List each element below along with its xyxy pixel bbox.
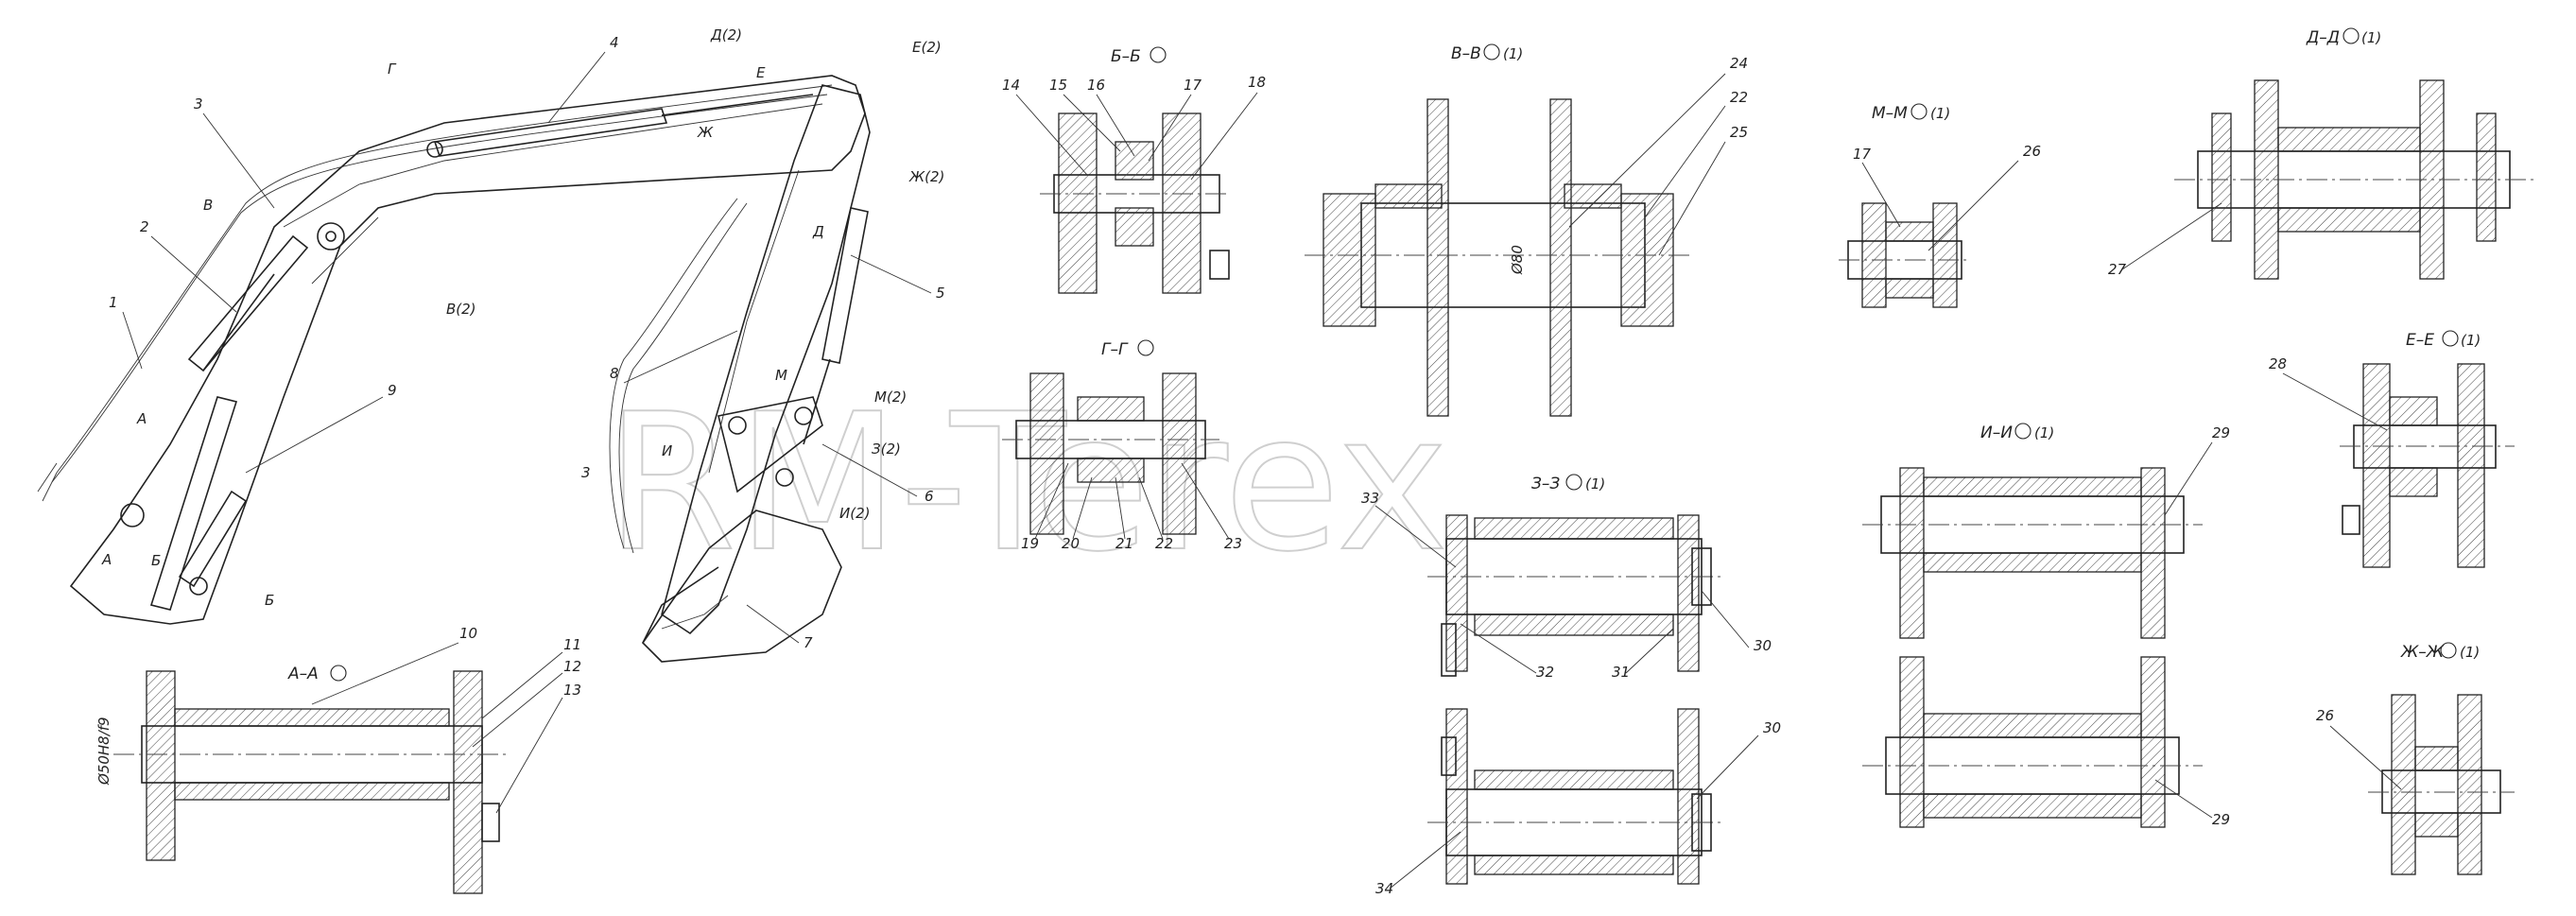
watermark: RM-Terex [605,373,1448,594]
callout-13: 13 [563,682,581,699]
callout-33: 33 [1361,490,1379,507]
suffix-vv: (1) [1503,45,1523,62]
mark-e: Е [756,64,766,81]
section-vv: В–В (1) 24 22 25 Ø80 [1305,43,1748,417]
callout-30a: 30 [1754,637,1772,654]
callout-27: 27 [2108,261,2127,278]
section-bb: Б–Б 14 15 16 17 18 [1002,46,1266,294]
callout-23: 23 [1224,535,1242,552]
mark-e2: Е(2) [912,39,942,56]
boom-assembly-view [37,75,871,663]
callout-3: 3 [194,95,203,112]
callout-17a: 17 [1184,77,1202,94]
callout-29a: 29 [2212,424,2230,441]
callout-12: 12 [563,658,581,675]
suffix-ee: (1) [2461,332,2481,349]
callout-17b: 17 [1853,146,1872,163]
callout-30b: 30 [1763,719,1781,736]
mark-v: В [203,197,213,214]
title-aa: А–А [287,665,319,683]
mark-m: М [775,367,787,384]
main-callouts: 1 2 3 4 5 6 7 8 9 Г Д(2) Е(2) Е Ж Ж(2) В… [101,26,945,651]
mark-v2: В(2) [446,301,476,318]
mark-zh2: Ж(2) [908,168,944,185]
callout-1: 1 [109,294,118,311]
callout-25: 25 [1730,124,1748,141]
section-ii-lower: 29 [1862,656,2230,828]
fit-vv: Ø80 [1509,245,1526,275]
callout-8: 8 [610,365,619,382]
suffix-zz: (1) [1585,475,1605,493]
fit-aa: Ø50H8/f9 [95,717,112,786]
mark-a2: А [101,551,112,568]
title-vv: В–В [1451,44,1481,63]
callout-14: 14 [1002,77,1020,94]
section-zz-lower: 30 34 [1375,708,1781,897]
callout-29b: 29 [2212,811,2230,828]
mark-i2: И(2) [839,505,870,522]
section-ee: Е–Е (1) 28 [2269,330,2515,568]
section-aa: А–А 10 11 12 13 Ø50H8/f9 [95,625,581,894]
title-zz: З–З [1531,475,1560,493]
callout-19: 19 [1021,535,1039,552]
mark-zh: Ж [697,124,714,141]
callout-4: 4 [610,34,619,51]
callout-5: 5 [936,285,945,302]
section-ii: И–И (1) 29 [1862,423,2230,639]
callout-21: 21 [1115,535,1133,552]
mark-a1: А [136,410,147,427]
callout-22a: 22 [1155,535,1173,552]
callout-26b: 26 [2316,707,2334,724]
callout-16: 16 [1087,77,1105,94]
suffix-zhzh: (1) [2460,644,2480,661]
callout-7: 7 [804,634,813,651]
callout-34: 34 [1375,880,1393,897]
suffix-ii: (1) [2034,424,2054,441]
title-ee: Е–Е [2406,331,2434,350]
callout-26a: 26 [2023,143,2041,160]
mark-d2: Д(2) [710,26,742,43]
suffix-mm: (1) [1930,105,1950,122]
section-mm: М–М (1) 17 26 [1839,103,2041,308]
suffix-dd: (1) [2361,29,2381,46]
title-ii: И–И [1980,423,2013,442]
section-zz: З–З (1) 33 30 31 32 [1361,474,1772,681]
mark-i: И [662,442,672,459]
mark-b1: Б [151,552,161,569]
callout-32: 32 [1536,664,1554,681]
callout-20: 20 [1062,535,1080,552]
callout-10: 10 [459,625,477,642]
callout-24: 24 [1730,55,1748,72]
title-bb: Б–Б [1111,47,1141,66]
title-dd: Д–Д [2306,28,2340,47]
callout-15: 15 [1049,77,1067,94]
callout-18: 18 [1248,74,1266,91]
callout-2: 2 [140,218,149,235]
section-zhzh: Ж–Ж (1) 26 [2316,642,2515,875]
mark-b2: Б [265,592,274,609]
title-zhzh: Ж–Ж [2400,643,2445,662]
mark-z2: З(2) [872,441,901,458]
callout-6: 6 [925,488,934,505]
callout-9: 9 [388,382,397,399]
mark-g: Г [388,60,397,78]
section-dd: Д–Д (1) 27 [2108,27,2533,280]
mark-m2: М(2) [874,389,907,406]
callout-28: 28 [2269,355,2287,372]
mark-d: Д [812,223,824,240]
callout-11: 11 [563,636,581,653]
mark-3: 3 [581,464,591,481]
title-gg: Г–Г [1101,340,1129,359]
section-gg: Г–Г 19 20 21 22 23 [1002,339,1242,552]
callout-22b: 22 [1730,89,1748,106]
title-mm: М–М [1872,104,1908,123]
callout-31: 31 [1612,664,1630,681]
